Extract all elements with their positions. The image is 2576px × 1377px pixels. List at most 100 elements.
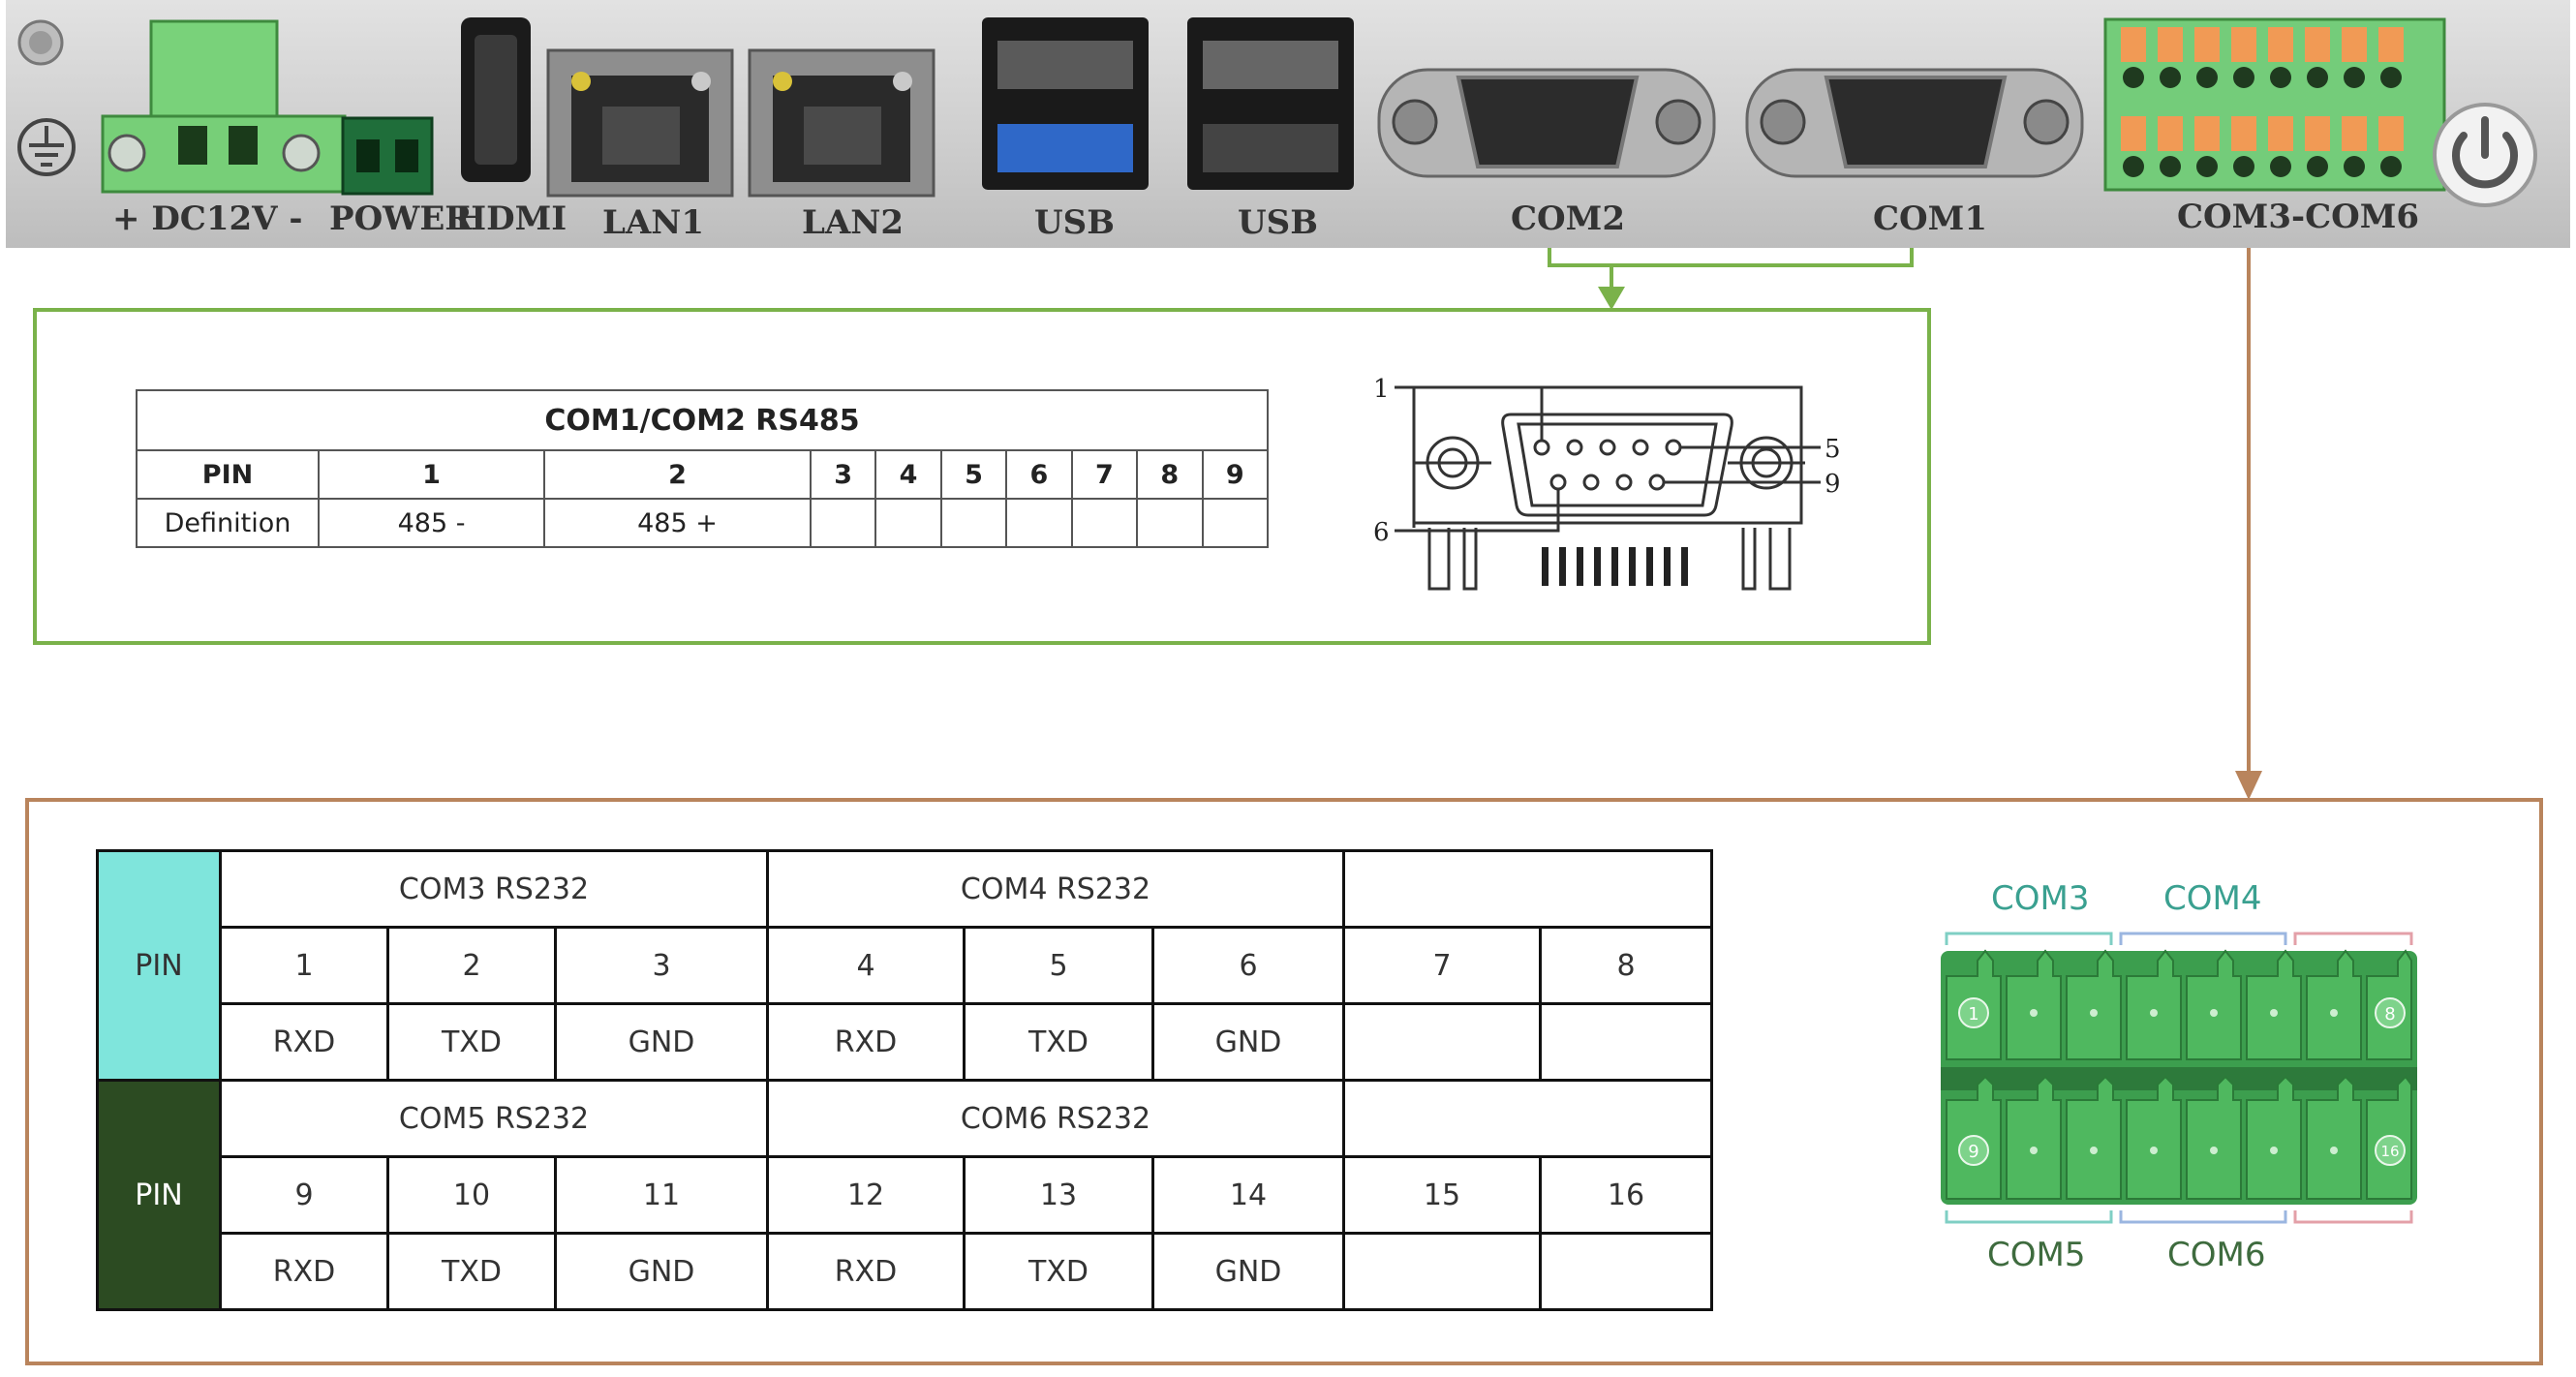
rs232-pin-number: 8 <box>1539 926 1713 1005</box>
rs485-definition <box>1136 498 1204 548</box>
terminal-label-com4: COM4 <box>2163 879 2262 918</box>
lan2-port-icon <box>748 48 935 198</box>
db9-label-pin1: 1 <box>1373 375 1390 404</box>
rs232-group-com6: COM6 RS232 <box>766 1079 1345 1158</box>
label-com36: COM3-COM6 <box>2177 198 2420 236</box>
db9-label-pin9: 9 <box>1825 470 1841 499</box>
rs232-pin-number: 7 <box>1342 926 1542 1005</box>
terminal-pin8-label: 8 <box>2384 1004 2395 1025</box>
usb1-port-icon <box>982 17 1149 190</box>
rs232-pin-header-bottom: PIN <box>96 1079 222 1311</box>
terminal-pin1-label: 1 <box>1968 1004 1978 1025</box>
rs232-definition: RXD <box>766 1232 966 1311</box>
hdmi-port-icon <box>461 17 531 182</box>
label-usb1: USB <box>1034 203 1115 242</box>
rs485-pin-table: COM1/COM2 RS485 PIN 1 2 3 4 5 6 7 8 9 De… <box>136 389 1270 548</box>
terminal-label-com5: COM5 <box>1987 1236 2086 1274</box>
com12-bracket <box>1548 248 1914 267</box>
rs232-pin-number: 15 <box>1342 1155 1542 1235</box>
rs485-pin-number: 5 <box>939 449 1008 500</box>
db9-label-pin5: 5 <box>1825 435 1841 464</box>
io-panel-drawing <box>17 17 2537 207</box>
rs232-pin-number: 3 <box>554 926 769 1005</box>
rs485-definition <box>939 498 1008 548</box>
label-com1: COM1 <box>1873 199 1987 238</box>
rs232-definition: RXD <box>219 1232 389 1311</box>
com12-arrowhead <box>1598 287 1625 310</box>
rs232-definition <box>1342 1232 1542 1311</box>
com12-pinout-box <box>33 308 1931 645</box>
label-dc12v: + DC12V - <box>112 199 303 238</box>
rs485-definition <box>874 498 942 548</box>
rs485-definition <box>809 498 877 548</box>
power-header-icon <box>341 116 434 196</box>
rs232-definition: RXD <box>219 1002 389 1082</box>
rs232-pin-number: 9 <box>219 1155 389 1235</box>
rs232-pin-number: 16 <box>1539 1155 1713 1235</box>
rs232-definition: TXD <box>963 1232 1154 1311</box>
rs232-group-com3: COM3 RS232 <box>219 849 769 929</box>
com36-pinout-box <box>25 798 2543 1365</box>
label-power: POWER <box>329 199 473 238</box>
rs485-definition <box>1005 498 1073 548</box>
com36-terminal-icon <box>2103 17 2446 192</box>
rs232-pin-number: 12 <box>766 1155 966 1235</box>
rs232-pin-number: 10 <box>386 1155 557 1235</box>
rs485-title: COM1/COM2 RS485 <box>136 389 1269 451</box>
rs232-definition: RXD <box>766 1002 966 1082</box>
ground-icon <box>17 118 76 176</box>
rs485-pin-number: 8 <box>1136 449 1204 500</box>
com1-db9-port-icon <box>1745 68 2084 178</box>
rs232-definition: GND <box>1151 1002 1345 1082</box>
rs232-pin-number: 11 <box>554 1155 769 1235</box>
rs485-definition <box>1201 498 1270 548</box>
rs232-pin-number: 2 <box>386 926 557 1005</box>
rs232-definition: GND <box>1151 1232 1345 1311</box>
rs485-pin-number: 4 <box>874 449 942 500</box>
label-lan2: LAN2 <box>802 203 905 242</box>
terminal-block-diagram: 1 8 9 16 <box>1941 932 2417 1224</box>
rs485-definition-header: Definition <box>136 498 320 548</box>
rs232-definition: TXD <box>386 1232 557 1311</box>
rs232-definition: GND <box>554 1002 769 1082</box>
rs485-definition <box>1070 498 1139 548</box>
lan1-port-icon <box>546 48 734 198</box>
terminal-label-com6: COM6 <box>2167 1236 2266 1274</box>
rs232-definition <box>1539 1002 1713 1082</box>
rs485-pin-number: 3 <box>809 449 877 500</box>
rs485-definition: 485 - <box>317 498 546 548</box>
rs232-pin-number: 13 <box>963 1155 1154 1235</box>
label-hdmi: HDMI <box>455 199 567 238</box>
rs232-group-empty <box>1342 1079 1713 1158</box>
com2-db9-port-icon <box>1377 68 1716 178</box>
usb2-port-icon <box>1187 17 1354 190</box>
rs485-pin-number: 1 <box>317 449 546 500</box>
rs485-pin-number: 2 <box>543 449 812 500</box>
label-com2: COM2 <box>1511 199 1625 238</box>
terminal-label-com3: COM3 <box>1991 879 2090 918</box>
label-lan1: LAN1 <box>602 203 705 242</box>
power-button-icon <box>2433 103 2537 207</box>
rs485-pin-number: 6 <box>1005 449 1073 500</box>
rs232-group-com4: COM4 RS232 <box>766 849 1345 929</box>
rs232-definition <box>1342 1002 1542 1082</box>
rs232-pin-number: 5 <box>963 926 1154 1005</box>
rs485-pin-number: 7 <box>1070 449 1139 500</box>
rs232-definition: TXD <box>386 1002 557 1082</box>
rs232-pin-number: 6 <box>1151 926 1345 1005</box>
rs232-definition <box>1539 1232 1713 1311</box>
rs232-group-com5: COM5 RS232 <box>219 1079 769 1158</box>
terminal-pin9-label: 9 <box>1968 1142 1978 1162</box>
rs232-pin-table: PIN COM3 RS232 COM4 RS232 1 2 3 4 5 6 7 … <box>96 849 1713 1311</box>
db9-label-pin6: 6 <box>1373 518 1390 547</box>
terminal-pin16-label: 16 <box>2380 1143 2399 1160</box>
dc-terminal-icon <box>101 19 347 194</box>
rs232-pin-number: 14 <box>1151 1155 1345 1235</box>
db9-connector-diagram: 1 5 6 9 <box>1373 375 1841 591</box>
label-usb2: USB <box>1238 203 1318 242</box>
com36-arrowhead <box>2235 771 2262 800</box>
rs485-definition: 485 + <box>543 498 812 548</box>
rs232-definition: GND <box>554 1232 769 1311</box>
rs485-pin-number: 9 <box>1201 449 1270 500</box>
